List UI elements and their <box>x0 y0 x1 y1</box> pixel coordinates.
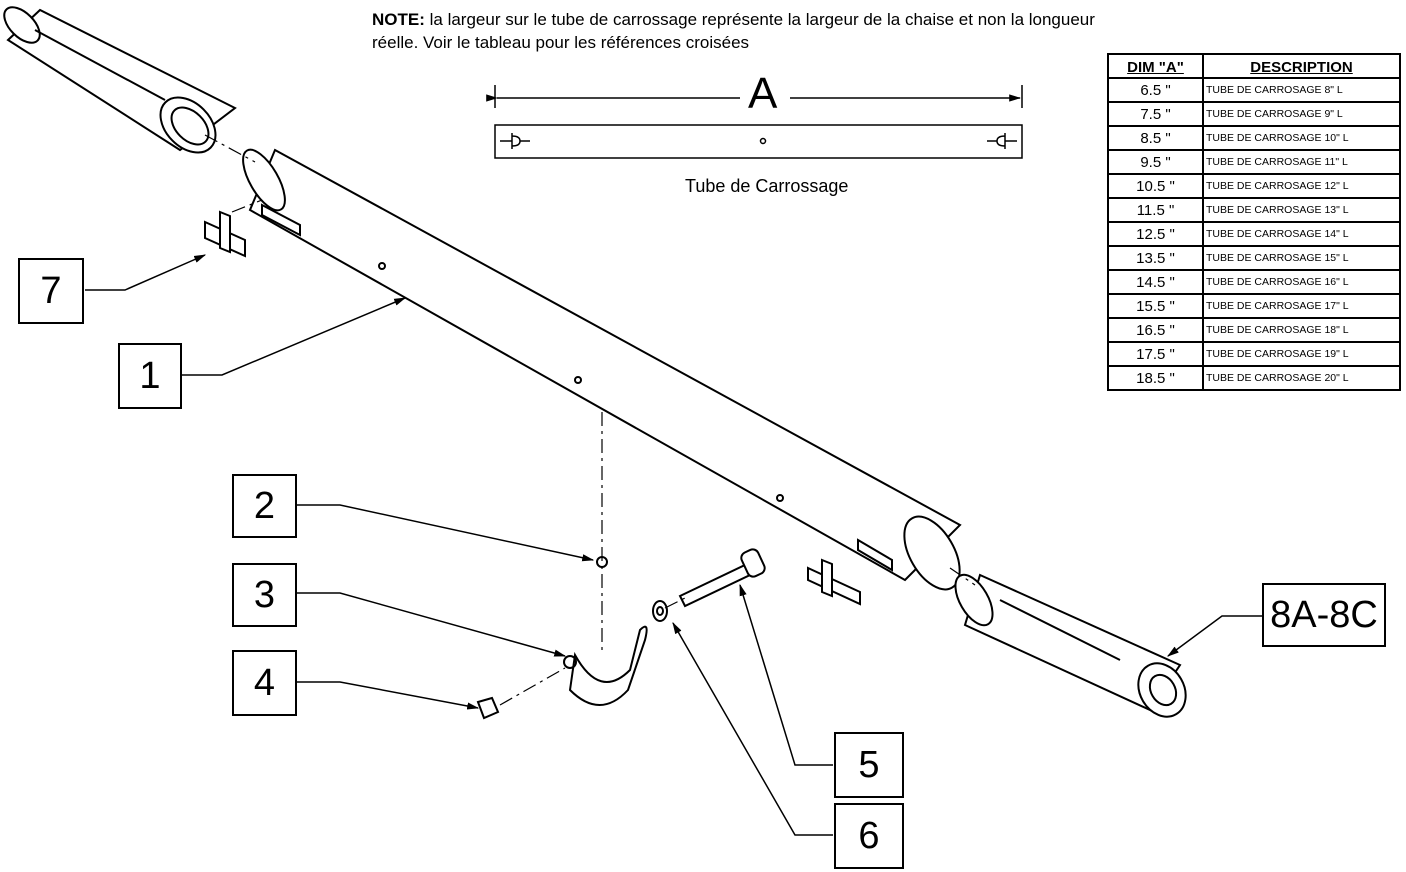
table-row: 14.5 "TUBE DE CARROSAGE 16" L <box>1108 269 1400 294</box>
table-row: 12.5 "TUBE DE CARROSAGE 14" L <box>1108 221 1400 246</box>
table-row: 11.5 "TUBE DE CARROSAGE 13" L <box>1108 197 1400 222</box>
dim-cell: 7.5 " <box>1108 101 1203 126</box>
table-row: 6.5 "TUBE DE CARROSAGE 8" L <box>1108 77 1400 102</box>
washer <box>652 600 668 622</box>
desc-cell: TUBE DE CARROSAGE 14" L <box>1202 221 1400 246</box>
desc-cell: TUBE DE CARROSAGE 15" L <box>1202 245 1400 270</box>
dim-cell: 16.5 " <box>1108 317 1203 342</box>
table-row: 8.5 "TUBE DE CARROSAGE 10" L <box>1108 125 1400 150</box>
desc-cell: TUBE DE CARROSAGE 8" L <box>1202 77 1400 102</box>
dim-cell: 14.5 " <box>1108 269 1203 294</box>
dim-cell: 6.5 " <box>1108 77 1203 102</box>
right-end-cap <box>954 573 1187 718</box>
desc-cell: TUBE DE CARROSAGE 10" L <box>1202 125 1400 150</box>
dim-cell: 17.5 " <box>1108 341 1203 366</box>
flat-tube-view <box>494 124 1023 159</box>
table-row: 18.5 "TUBE DE CARROSAGE 20" L <box>1108 365 1400 390</box>
dim-cell: 12.5 " <box>1108 221 1203 246</box>
desc-cell: TUBE DE CARROSAGE 12" L <box>1202 173 1400 198</box>
table-row: 9.5 "TUBE DE CARROSAGE 11" L <box>1108 149 1400 174</box>
bolt <box>678 548 766 608</box>
desc-cell: TUBE DE CARROSAGE 16" L <box>1202 269 1400 294</box>
desc-cell: TUBE DE CARROSAGE 20" L <box>1202 365 1400 390</box>
desc-cell: TUBE DE CARROSAGE 18" L <box>1202 317 1400 342</box>
callout-8a-8c: 8A-8C <box>1262 583 1386 647</box>
center-lines <box>204 134 976 706</box>
desc-cell: TUBE DE CARROSAGE 19" L <box>1202 341 1400 366</box>
dim-cell: 8.5 " <box>1108 125 1203 150</box>
note-text: NOTE: la largeur sur le tube de carrossa… <box>372 8 1112 54</box>
dim-cell: 10.5 " <box>1108 173 1203 198</box>
callout-6: 6 <box>834 803 904 869</box>
camber-tube <box>242 148 962 591</box>
tube-caption: Tube de Carrossage <box>685 176 849 196</box>
callout-3: 3 <box>232 563 297 627</box>
callout-4: 4 <box>232 650 297 716</box>
table-row: 10.5 "TUBE DE CARROSAGE 12" L <box>1108 173 1400 198</box>
dim-cell: 11.5 " <box>1108 197 1203 222</box>
dim-cell: 18.5 " <box>1108 365 1203 390</box>
callout-7: 7 <box>18 258 84 324</box>
note-prefix: NOTE: <box>372 10 425 29</box>
table-row: 15.5 "TUBE DE CARROSAGE 17" L <box>1108 293 1400 318</box>
dimension-line-a <box>486 85 1023 108</box>
dim-cell: 9.5 " <box>1108 149 1203 174</box>
callout-2: 2 <box>232 474 297 538</box>
table-row: 17.5 "TUBE DE CARROSAGE 19" L <box>1108 341 1400 366</box>
callout-1: 1 <box>118 343 182 409</box>
desc-cell: TUBE DE CARROSAGE 13" L <box>1202 197 1400 222</box>
clamp-bracket <box>563 625 648 706</box>
table-row: 13.5 "TUBE DE CARROSAGE 15" L <box>1108 245 1400 270</box>
table-header-description: DESCRIPTION <box>1202 54 1400 78</box>
desc-cell: TUBE DE CARROSAGE 17" L <box>1202 293 1400 318</box>
table-row: 16.5 "TUBE DE CARROSAGE 18" L <box>1108 317 1400 342</box>
callout-5: 5 <box>834 732 904 798</box>
desc-cell: TUBE DE CARROSAGE 9" L <box>1202 101 1400 126</box>
desc-cell: TUBE DE CARROSAGE 11" L <box>1202 149 1400 174</box>
leader-lines <box>85 254 1262 836</box>
table-header-dim: DIM "A" <box>1127 58 1184 76</box>
left-end-cap <box>3 6 237 154</box>
note-body: la largeur sur le tube de carrossage rep… <box>372 10 1095 52</box>
table-row: 7.5 "TUBE DE CARROSAGE 9" L <box>1108 101 1400 126</box>
key-insert <box>204 210 861 606</box>
dimension-table: DIM "A" DESCRIPTION 6.5 "TUBE DE CARROSA… <box>1107 53 1401 391</box>
dimension-a-label: A <box>748 69 778 118</box>
nut <box>476 696 500 720</box>
dim-cell: 15.5 " <box>1108 293 1203 318</box>
dim-cell: 13.5 " <box>1108 245 1203 270</box>
